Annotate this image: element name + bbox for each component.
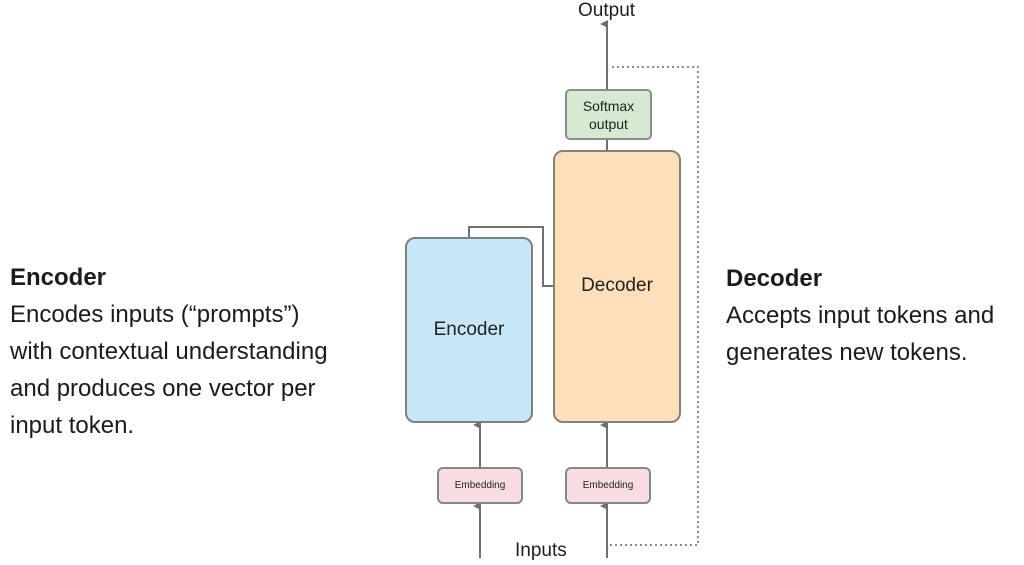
encoder-description-title: Encoder xyxy=(10,264,107,291)
feedback-loop-dotted-line xyxy=(610,66,699,546)
decoder-description-title: Decoder xyxy=(726,265,823,292)
encoder-description-line: Encodes inputs (“prompts”) xyxy=(10,301,300,328)
encoder-to-decoder-connector xyxy=(468,226,553,287)
encoder-box: Encoder xyxy=(405,237,533,423)
embedding-label: Embedding xyxy=(454,480,506,491)
inputs-label: Inputs xyxy=(515,540,567,561)
encoder-embedding-box: Embedding xyxy=(437,467,523,504)
decoder-description-line: Accepts input tokens and xyxy=(726,302,995,329)
embedding-label: Embedding xyxy=(582,480,634,491)
decoder-description-line: generates new tokens. xyxy=(726,339,968,366)
output-label: Output xyxy=(578,0,636,21)
decoder-embedding-box: Embedding xyxy=(565,467,651,504)
softmax-label-line: Softmax xyxy=(582,97,635,114)
decoder-description: Decoder Accepts input tokens and generat… xyxy=(726,260,1024,371)
encoder-description-line: input token. xyxy=(10,412,135,439)
decoder-box: Decoder xyxy=(553,150,681,423)
softmax-output-box: Softmax output xyxy=(565,89,652,140)
decoder-box-label: Decoder xyxy=(581,274,653,296)
encoder-description: Encoder Encodes inputs (“prompts”) with … xyxy=(10,259,390,444)
encoder-description-line: and produces one vector per xyxy=(10,375,316,402)
encoder-box-label: Encoder xyxy=(433,319,505,340)
encoder-description-line: with contextual understanding xyxy=(10,338,328,365)
softmax-label-line: output xyxy=(589,115,628,132)
